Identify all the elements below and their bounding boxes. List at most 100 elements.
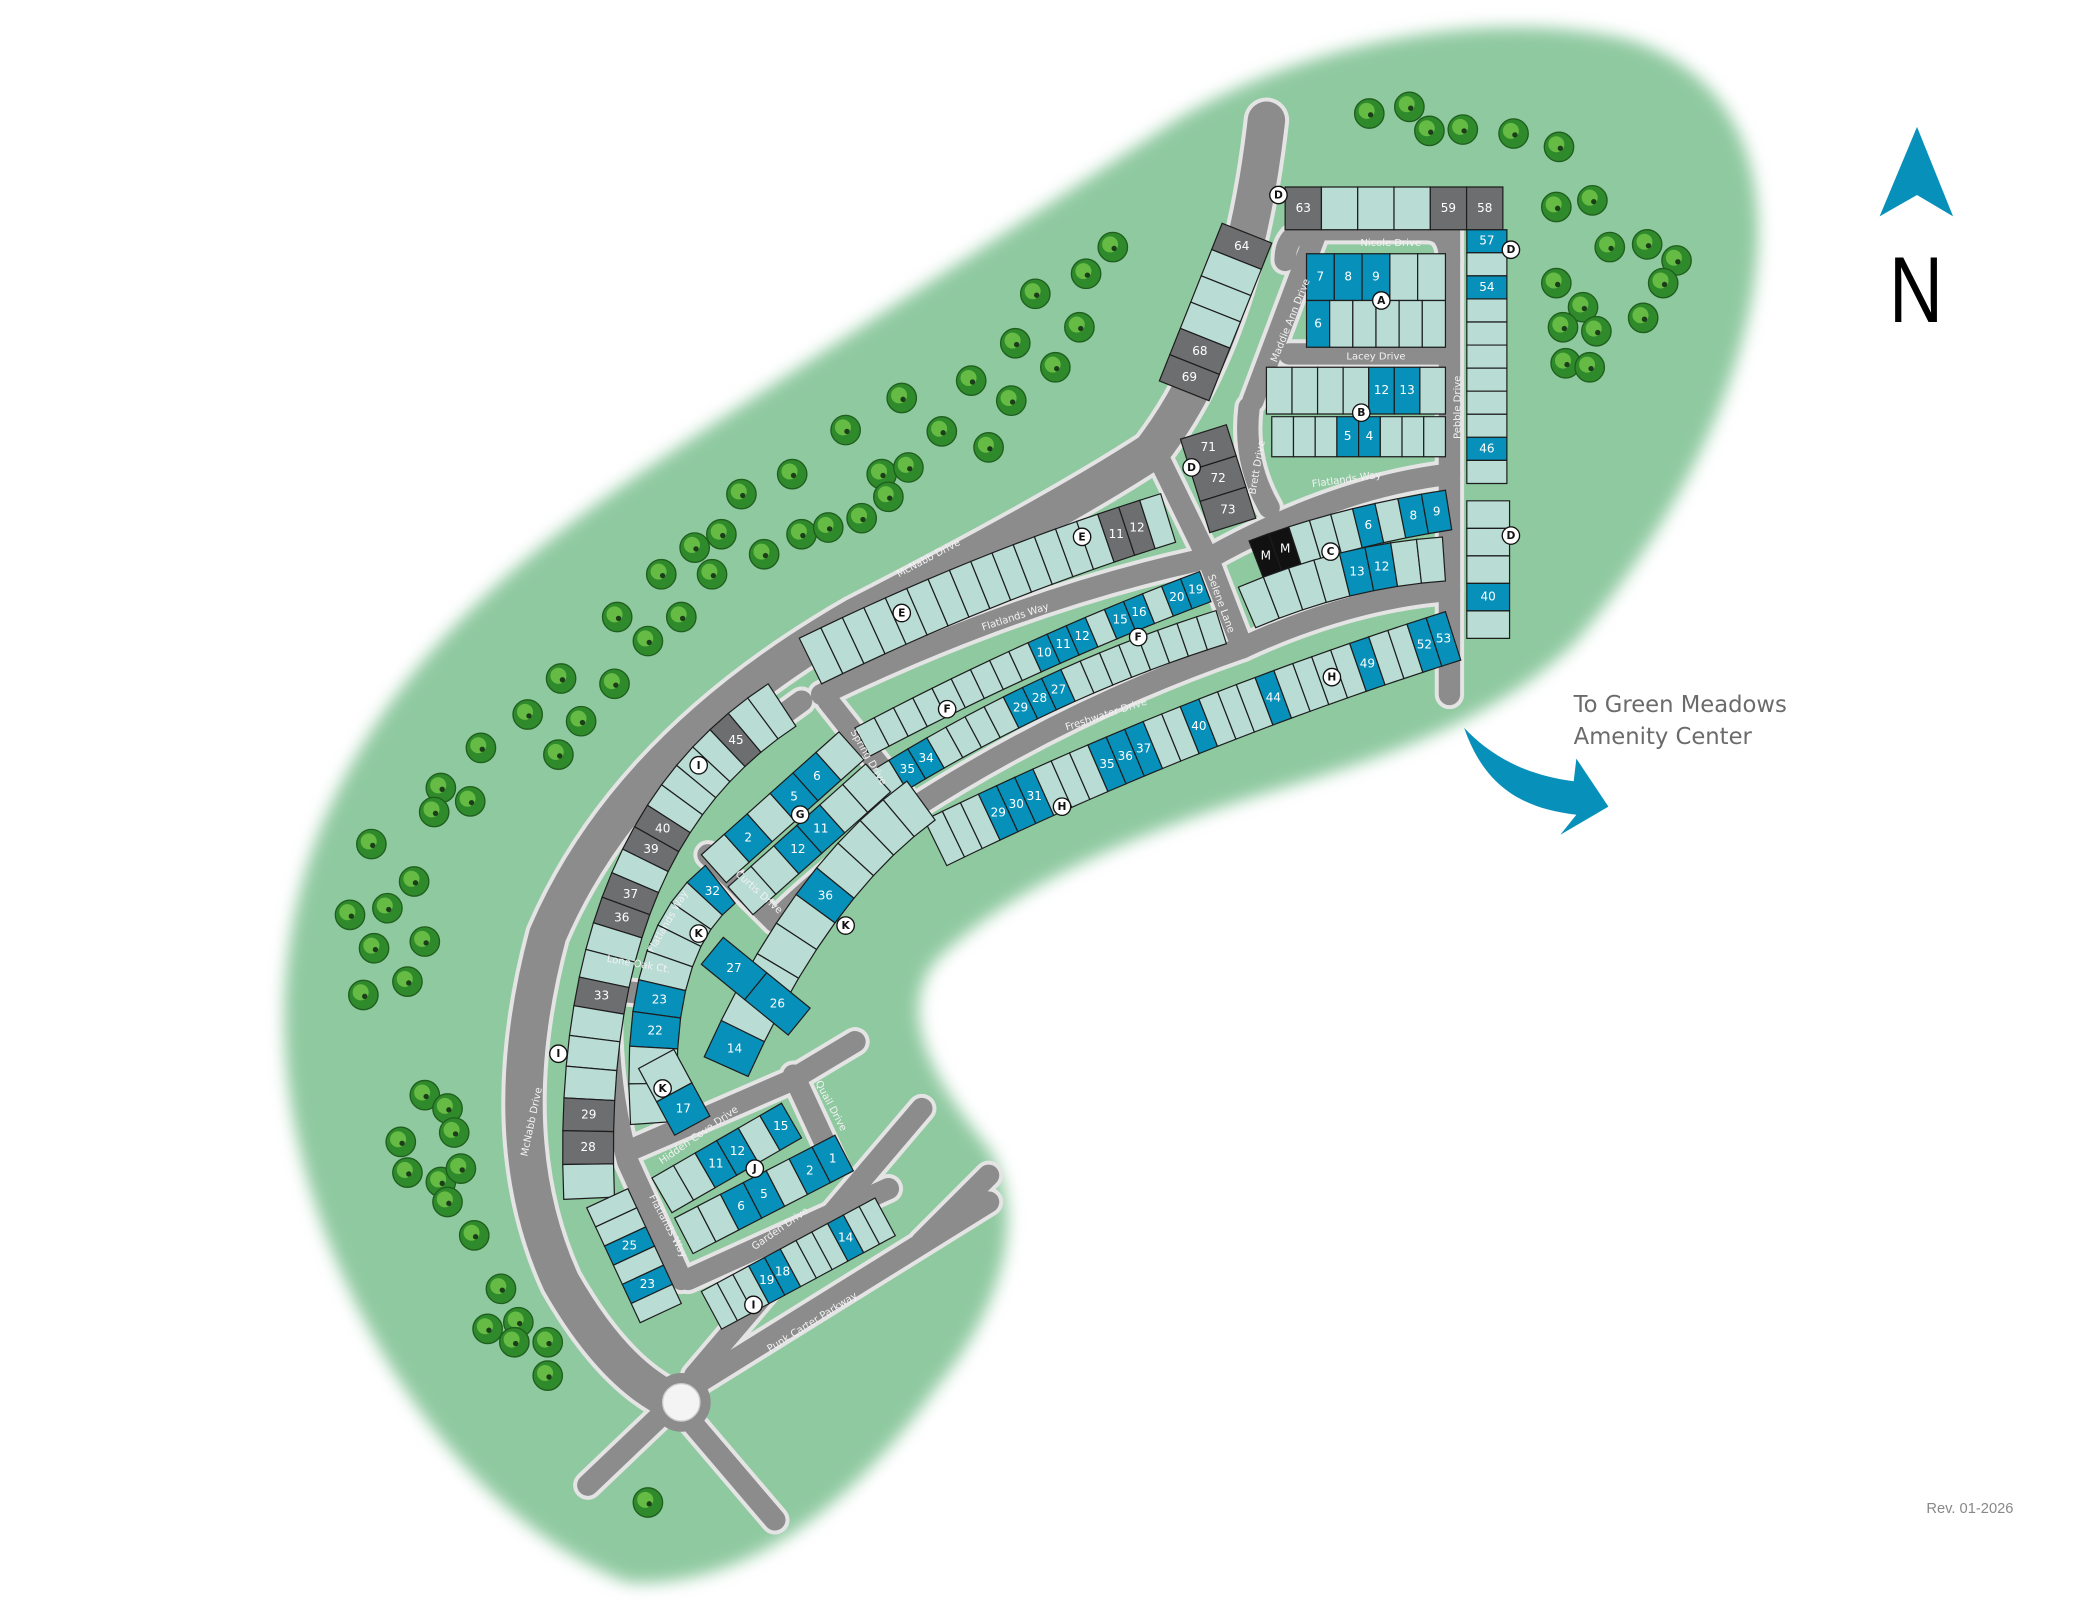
- lot[interactable]: [1466, 459, 1508, 485]
- svg-text:K: K: [841, 919, 850, 932]
- lot[interactable]: [1417, 253, 1447, 302]
- lot[interactable]: [858, 1197, 897, 1245]
- svg-text:E: E: [1078, 530, 1085, 543]
- lot-number: 39: [643, 842, 658, 856]
- tree-icon: [1631, 229, 1663, 260]
- lot-number: 68: [1192, 344, 1207, 358]
- lot[interactable]: [1316, 366, 1344, 415]
- lot[interactable]: [703, 1019, 766, 1078]
- tree-icon: [1567, 291, 1599, 323]
- lot[interactable]: [1466, 344, 1508, 369]
- lot-block: [1248, 489, 1453, 580]
- callout-line-1: To Green Meadows: [1573, 692, 1787, 718]
- lot[interactable]: [1271, 416, 1295, 458]
- lot-number: 5: [1344, 429, 1352, 443]
- tree-icon: [392, 966, 423, 997]
- lot[interactable]: [1415, 536, 1447, 584]
- lot-block: [1466, 500, 1511, 639]
- lot[interactable]: [1398, 299, 1423, 348]
- lot-number: 33: [594, 989, 609, 1003]
- lot[interactable]: [1265, 366, 1293, 415]
- lot[interactable]: [1419, 366, 1447, 415]
- lot-number: 37: [1136, 741, 1151, 755]
- tree-icon: [565, 705, 597, 737]
- tree-icon: [512, 699, 544, 730]
- lot-number: 73: [1220, 502, 1235, 516]
- lot-number: 32: [705, 884, 720, 898]
- lot-number: 53: [1436, 631, 1451, 645]
- lot[interactable]: [1466, 500, 1511, 529]
- lot[interactable]: [1352, 299, 1377, 348]
- road: [1242, 223, 1327, 412]
- lot[interactable]: [563, 1065, 618, 1102]
- lot[interactable]: [1389, 253, 1419, 302]
- lot[interactable]: [1425, 610, 1462, 667]
- lot[interactable]: [1466, 413, 1508, 438]
- lot-marker: D: [1501, 240, 1521, 260]
- svg-text:K: K: [658, 1082, 667, 1095]
- north-indicator: N: [1879, 126, 1954, 342]
- lot[interactable]: [565, 1034, 621, 1072]
- road: [1146, 443, 1220, 572]
- lot[interactable]: [1466, 321, 1508, 346]
- tree-icon: [432, 1186, 463, 1218]
- lot[interactable]: [1401, 416, 1425, 458]
- lot-number: 58: [1477, 201, 1492, 215]
- lot-number: 44: [1266, 690, 1281, 704]
- lot-block: [1179, 423, 1257, 534]
- lot[interactable]: [655, 1081, 711, 1137]
- lot-number: 16: [1131, 605, 1146, 619]
- lot-number: 36: [1118, 749, 1133, 763]
- lot[interactable]: [1138, 492, 1177, 550]
- lot[interactable]: [1466, 555, 1511, 584]
- lot-number: 5: [790, 790, 798, 804]
- tree-icon: [465, 732, 497, 764]
- lot-number: 63: [1296, 201, 1311, 215]
- road: [505, 101, 1286, 1422]
- lot[interactable]: [1199, 486, 1257, 534]
- lot[interactable]: [1466, 367, 1508, 392]
- road: [911, 1164, 1000, 1253]
- lot[interactable]: [811, 1134, 855, 1184]
- lot[interactable]: [1466, 298, 1508, 323]
- tree-icon: [409, 926, 441, 957]
- lot-number: 35: [1099, 757, 1114, 771]
- lot[interactable]: [1357, 186, 1395, 231]
- lot[interactable]: [562, 1163, 616, 1200]
- lot-marker: I: [549, 1044, 568, 1064]
- lot[interactable]: [1423, 416, 1447, 458]
- lot[interactable]: [1379, 416, 1403, 458]
- lot[interactable]: [1291, 366, 1319, 415]
- tree-icon: [665, 601, 697, 633]
- tree-icon: [726, 478, 757, 510]
- lot-number: 26: [770, 996, 785, 1010]
- lot-number: 6: [737, 1199, 745, 1213]
- lot[interactable]: [1393, 186, 1431, 231]
- lot[interactable]: [630, 1283, 683, 1324]
- tree-icon: [601, 601, 633, 633]
- lot[interactable]: [759, 1102, 803, 1152]
- lot[interactable]: [1329, 299, 1354, 348]
- lot[interactable]: [1320, 186, 1359, 231]
- lot-number: 45: [728, 733, 743, 747]
- lot[interactable]: [1314, 416, 1338, 458]
- lot[interactable]: [1158, 353, 1221, 402]
- lot-number: 52: [1417, 638, 1432, 652]
- lot[interactable]: [841, 763, 892, 814]
- lot[interactable]: [815, 731, 865, 782]
- lot[interactable]: [1466, 252, 1508, 277]
- tree-icon: [830, 414, 861, 446]
- lot[interactable]: [1420, 489, 1453, 535]
- lot[interactable]: [1195, 609, 1228, 651]
- svg-text:I: I: [556, 1047, 560, 1060]
- tree-icon: [385, 1126, 417, 1158]
- lot[interactable]: [1292, 416, 1316, 458]
- lot[interactable]: [743, 971, 811, 1036]
- lot[interactable]: [1179, 570, 1212, 610]
- lot[interactable]: [1466, 610, 1511, 639]
- lot[interactable]: [1421, 299, 1447, 348]
- lot-number: 15: [1112, 613, 1127, 627]
- lot[interactable]: [1466, 390, 1508, 415]
